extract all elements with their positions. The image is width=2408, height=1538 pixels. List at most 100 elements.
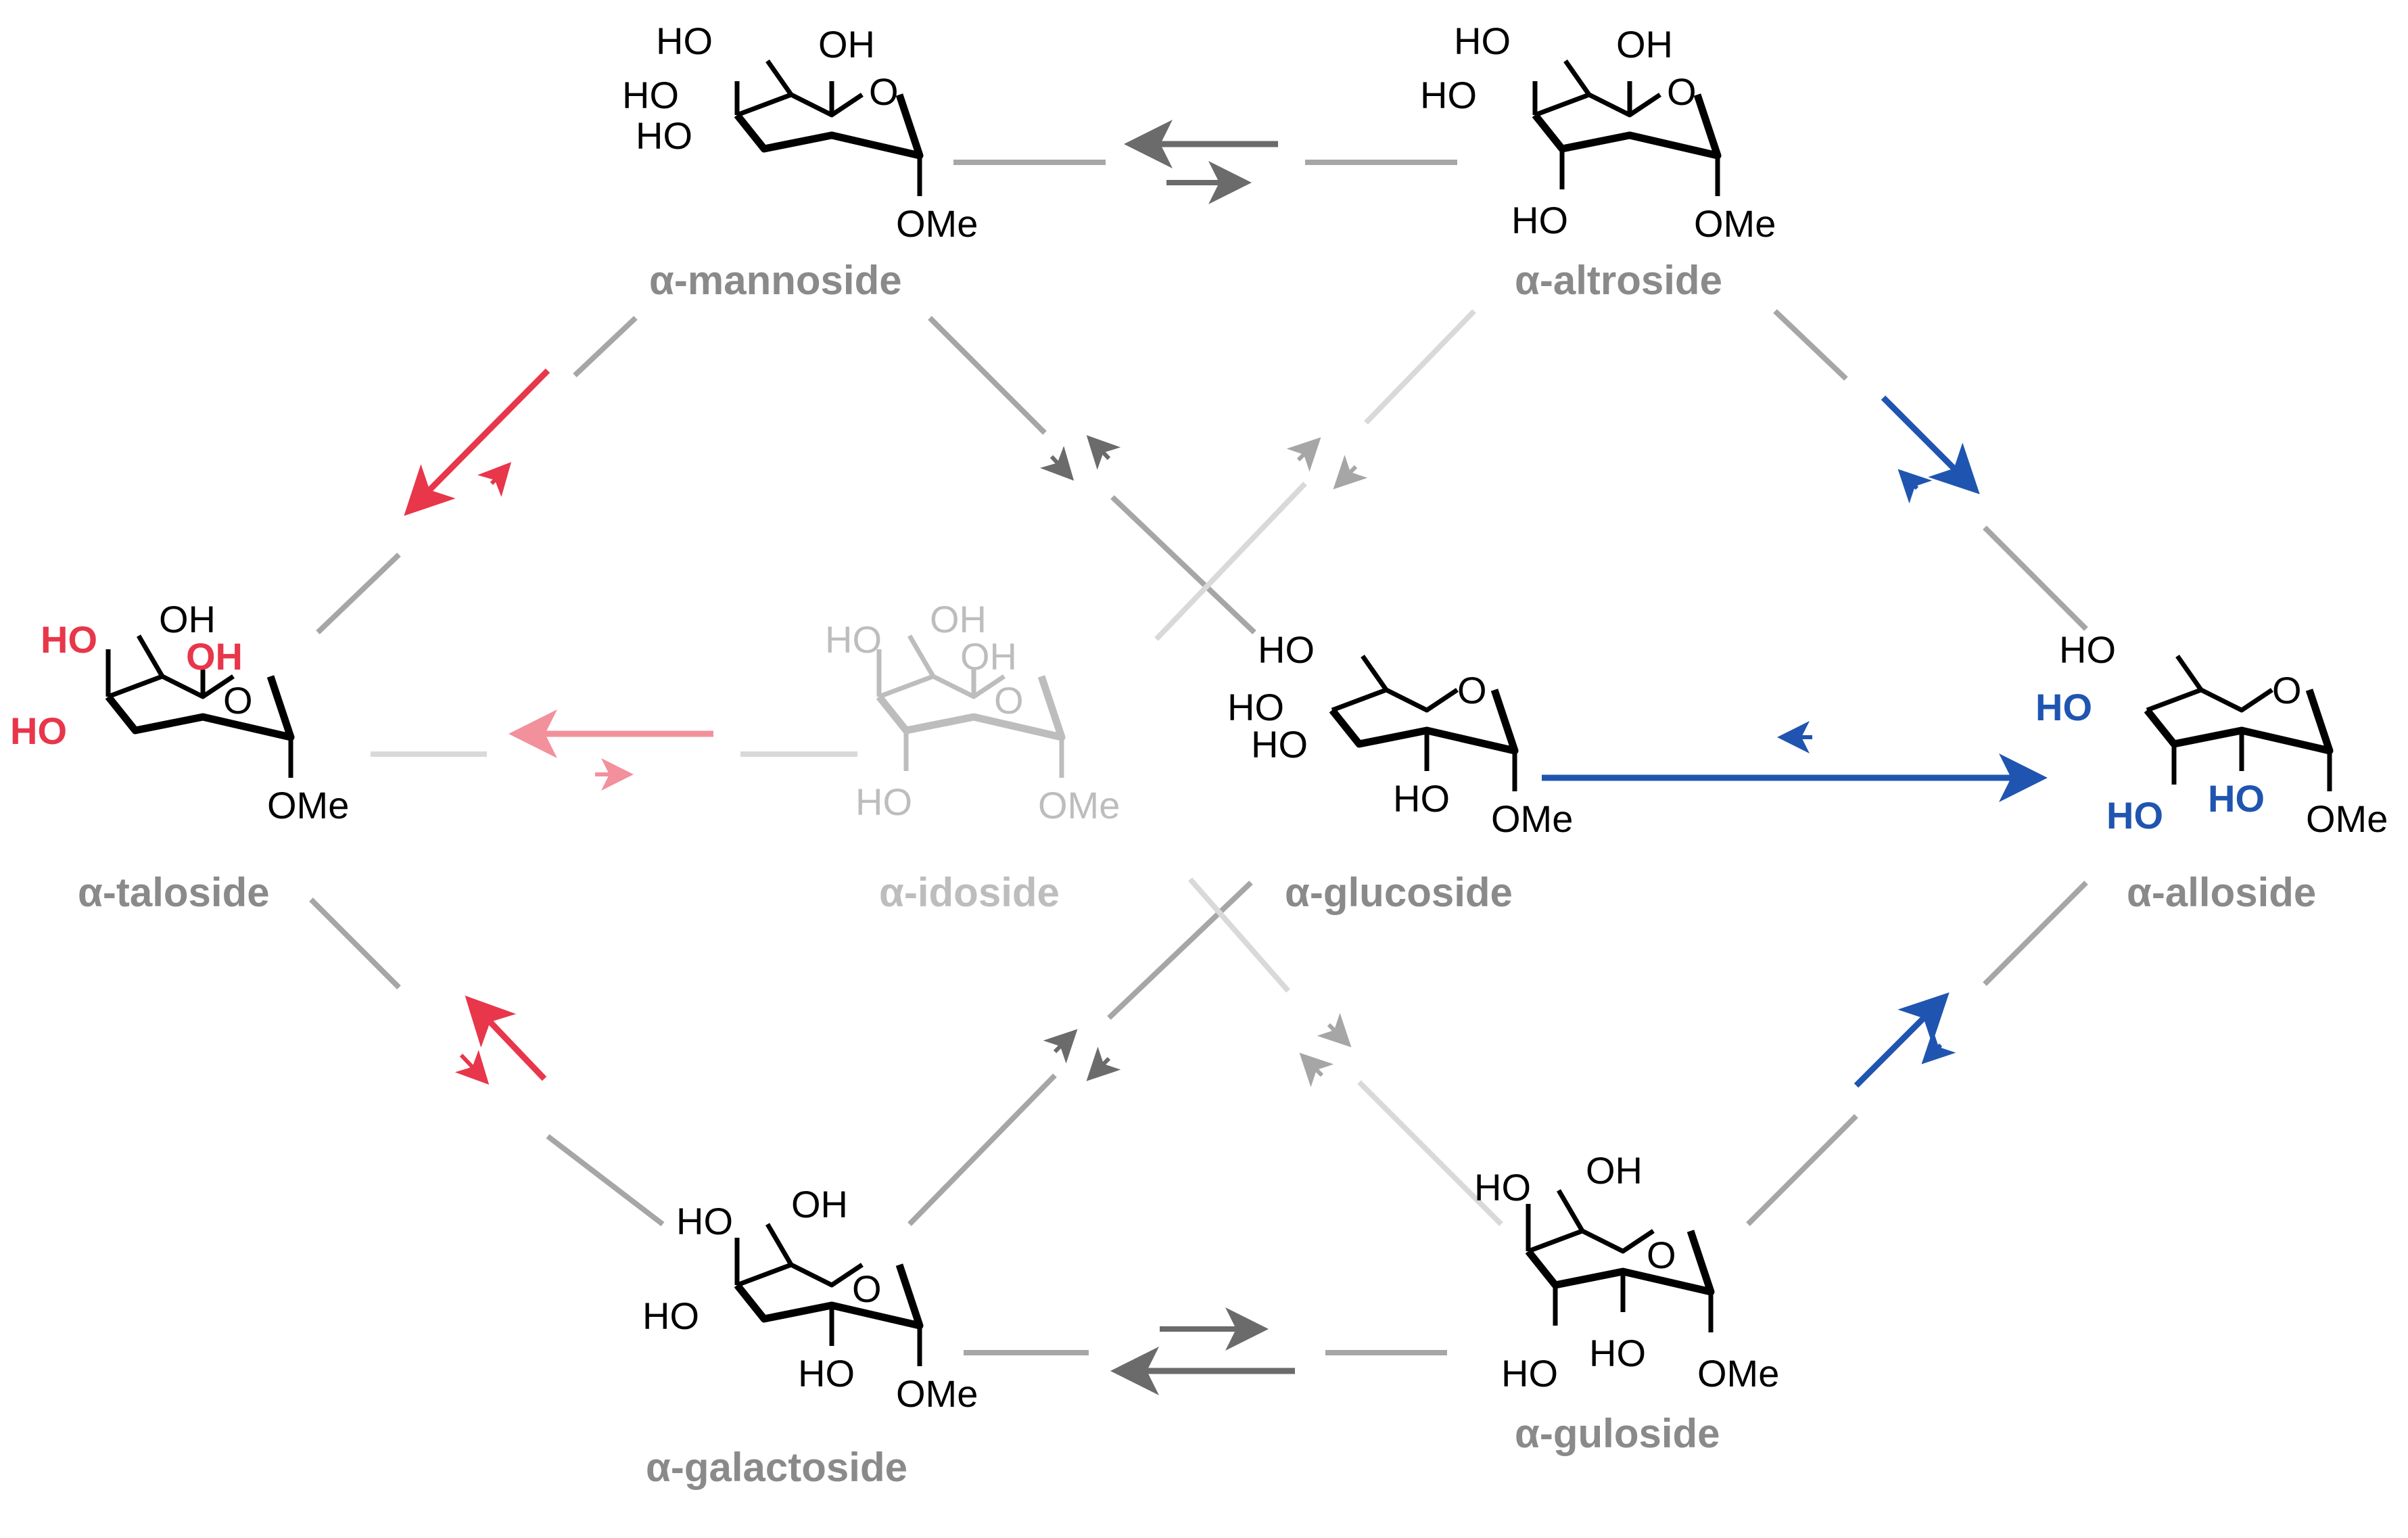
arrow-mannoside-to-glucoside — [1039, 446, 1075, 481]
arrow-idoside-to-altroside — [1286, 437, 1321, 472]
atom-OH-top: OH — [159, 598, 216, 640]
atom-HO-c3: HO — [1251, 723, 1308, 766]
atom-HO-c3: HO — [1501, 1352, 1558, 1395]
atom-HO-c3: HO — [855, 780, 912, 823]
ring-back-bonds — [1527, 1228, 1655, 1254]
edge-taloside-galactoside-lower — [546, 1134, 665, 1227]
ring-back-bonds — [107, 674, 235, 699]
molecule-glucoside: HO HO HO O HO OMe α-glucoside — [1227, 628, 1573, 915]
atom-OMe: OMe — [1697, 1352, 1779, 1395]
atom-OH-top: OH — [930, 598, 987, 640]
label-mannoside: α-mannoside — [649, 258, 902, 303]
atom-HO-c4: HO — [622, 74, 679, 116]
atom-ring-O: O — [1647, 1234, 1676, 1276]
atom-ring-O: O — [869, 70, 899, 113]
atom-HO-c4: HO — [676, 1200, 733, 1242]
atom-ring-O: O — [1667, 70, 1697, 113]
edge-altroside-idoside-upper — [1364, 309, 1476, 425]
arrow-glucoside-to-galactoside — [1086, 1046, 1121, 1081]
c5-ch2-bond — [2175, 654, 2203, 692]
atom-OH-top: OH — [1586, 1149, 1643, 1192]
label-alloside: α-alloside — [2127, 870, 2316, 915]
c5-ch2-bond — [907, 634, 936, 678]
edge-guloside-alloside-upper — [1983, 881, 2088, 986]
ring-back-bonds — [736, 1262, 864, 1288]
edge-mannoside-taloside-upper — [573, 316, 638, 377]
arrow-altroside-to-idoside — [1333, 455, 1368, 490]
arrow-idoside-to-guloside — [1317, 1012, 1352, 1048]
atom-HO-c4: HO — [2035, 686, 2092, 728]
atom-OMe: OMe — [2306, 797, 2388, 840]
c5-ch2-bond — [1556, 1189, 1585, 1232]
c5-ch2-bond — [1563, 59, 1591, 97]
atom-OH-top: OH — [791, 1183, 848, 1226]
label-idoside: α-idoside — [879, 870, 1060, 915]
atom-ring-O: O — [852, 1267, 882, 1310]
arrow-mannoside-to-taloside — [404, 368, 550, 516]
label-taloside: α-taloside — [78, 870, 270, 915]
arrow-guloside-to-alloside — [1854, 992, 1950, 1088]
atom-ring-O: O — [1457, 669, 1487, 712]
label-galactoside: α-galactoside — [646, 1445, 907, 1490]
atom-HO-c3: HO — [10, 709, 67, 752]
atom-HO-c3: HO — [1511, 199, 1568, 241]
ring-back-bonds — [736, 92, 864, 118]
atom-OH-c2: OH — [818, 23, 875, 66]
ring-front-bonds — [876, 675, 1066, 741]
atom-HO-c2: HO — [1393, 777, 1450, 820]
atom-HO-c2: HO — [798, 1352, 855, 1395]
network-edges — [309, 160, 2088, 1355]
label-guloside: α-guloside — [1515, 1411, 1720, 1456]
molecule-mannoside: HO OH HO HO O OMe α-mannoside — [622, 20, 978, 303]
arrow-glucoside-to-mannoside — [1086, 435, 1121, 470]
molecule-alloside: HO HO O HO HO OMe α-alloside — [2035, 628, 2388, 915]
atom-HO-top: HO — [1454, 20, 1511, 62]
atom-OMe: OMe — [1491, 797, 1573, 840]
ring-back-bonds — [878, 674, 1006, 699]
atom-HO-c4: HO — [1474, 1166, 1531, 1209]
arrow-taloside-to-mannoside — [477, 462, 512, 497]
molecule-galactoside: HO OH HO O HO OMe α-galactoside — [642, 1183, 978, 1490]
arrow-galactoside-to-taloside — [465, 995, 547, 1081]
c5-ch2-bond — [765, 1223, 794, 1266]
atom-OH-c2: OH — [186, 635, 243, 678]
atom-HO-top: HO — [2059, 628, 2116, 671]
equilibrium-arrows — [404, 120, 2048, 1395]
edge-idoside-guloside-lower — [1357, 1080, 1503, 1226]
edge-idoside-guloside-upper — [1187, 877, 1291, 993]
edge-glucoside-galactoside-lower — [907, 1073, 1057, 1226]
arrow-alloside-to-altroside — [1897, 469, 1933, 504]
edge-glucoside-galactoside-upper — [1107, 881, 1253, 1020]
atom-HO-c4: HO — [825, 618, 882, 661]
molecule-taloside: OH HO OH HO O OMe α-taloside — [10, 598, 349, 915]
ring-back-bonds — [1534, 92, 1661, 118]
edge-altroside-alloside-upper — [1773, 309, 1848, 381]
molecule-guloside: HO OH O HO HO OMe α-guloside — [1474, 1149, 1779, 1456]
edge-altroside-alloside-lower — [1983, 526, 2088, 631]
atom-ring-O: O — [2272, 669, 2302, 712]
atom-HO-c3: HO — [636, 114, 692, 157]
atom-OH-c2: OH — [1616, 23, 1673, 66]
atom-OMe: OMe — [1038, 784, 1120, 826]
arrow-taloside-to-galactoside — [454, 1050, 490, 1085]
edge-guloside-alloside-lower — [1746, 1114, 1858, 1226]
atom-HO-top: HO — [1258, 628, 1315, 671]
ring-front-bonds — [734, 93, 924, 160]
edge-mannoside-glucoside-lower — [1110, 495, 1256, 634]
ring-back-bonds — [1331, 687, 1459, 713]
edge-mannoside-taloside-lower — [316, 553, 401, 634]
ring-front-bonds — [1532, 93, 1722, 160]
atom-HO-c3: HO — [2106, 794, 2163, 837]
arrow-guloside-to-idoside — [1299, 1052, 1334, 1088]
atom-OH-c2: OH — [960, 635, 1017, 678]
label-altroside: α-altroside — [1515, 258, 1722, 303]
atom-HO-c4: HO — [1420, 74, 1477, 116]
edge-mannoside-glucoside-upper — [928, 316, 1047, 435]
atom-HO-top: HO — [656, 20, 713, 62]
molecule-altroside: HO OH HO O HO OMe α-altroside — [1420, 20, 1776, 303]
ring-back-bonds — [2146, 687, 2273, 713]
c5-ch2-bond — [765, 59, 793, 97]
atom-OMe: OMe — [896, 202, 978, 245]
c5-ch2-bond — [136, 634, 165, 678]
atom-HO-c4: HO — [1227, 686, 1284, 728]
